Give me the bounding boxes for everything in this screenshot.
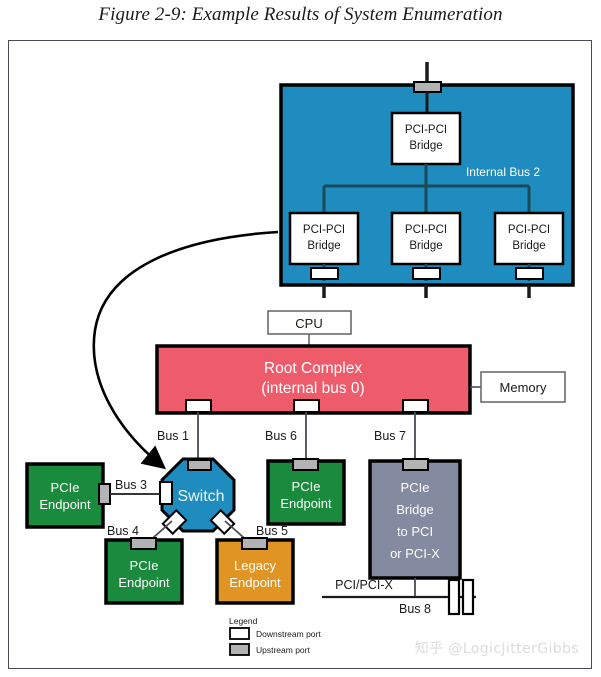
downstream-port-bridge-left	[310, 267, 339, 280]
root-complex-line2: (internal bus 0)	[261, 380, 364, 397]
bus5-label: Bus 5	[256, 524, 288, 538]
pcie-endpoint-bus6-line1: PCIe	[292, 479, 321, 494]
root-complex-line1: Root Complex	[264, 360, 362, 377]
pcie-bridge-line4: or PCI-X	[390, 546, 440, 561]
pci-pci-bridge-left	[288, 211, 360, 266]
memory-label: Memory	[500, 380, 547, 395]
pci-pci-bridge-right-line1: PCI-PCI	[508, 224, 550, 236]
pcie-endpoint-bus4-line1: PCIe	[130, 558, 159, 573]
memory-box	[480, 371, 566, 403]
pci-slot-connector-1	[447, 578, 461, 616]
figure-title: Figure 2-9: Example Results of System En…	[98, 4, 503, 25]
pci-pci-bridge-mid-line2: Bridge	[409, 240, 442, 252]
upstream-port-switch	[187, 459, 212, 471]
pcie-endpoint-bus4-box	[104, 538, 184, 605]
pci-pci-bridge-top-line1: PCI-PCI	[405, 124, 447, 136]
downstream-port-switch-bus4	[161, 508, 188, 536]
upstream-port-legacy-endpoint	[241, 537, 268, 550]
pcie-bridge-line2: Bridge	[396, 502, 434, 517]
internal-bus-2-label: Internal Bus 2	[466, 165, 540, 179]
callout-arrow-switch-to-bridges	[92, 230, 279, 470]
pci-pci-bridge-top-line2: Bridge	[409, 140, 442, 152]
pci-slot-connector-2	[461, 578, 475, 616]
legacy-endpoint-line1: Legacy	[234, 558, 276, 573]
legacy-endpoint-line2: Endpoint	[229, 575, 281, 590]
legend-title: Legend	[229, 616, 258, 626]
upstream-port-endpoint-bus4	[130, 537, 157, 550]
pci-pcix-label: PCI/PCI-X	[335, 578, 393, 592]
switch-label: Switch	[177, 488, 224, 505]
legend-label-downstream-port: Downstream port	[256, 629, 321, 639]
bus8-label: Bus 8	[399, 602, 431, 616]
pcie-endpoint-bus6-line2: Endpoint	[280, 496, 332, 511]
pci-pci-bridge-left-line1: PCI-PCI	[303, 224, 345, 236]
legend-swatch-downstream-port	[229, 627, 250, 640]
pcie-bridge-line1: PCIe	[401, 480, 430, 495]
pcie-endpoint-bus3-box	[25, 462, 105, 529]
pci-pci-bridge-left-line2: Bridge	[307, 240, 340, 252]
downstream-port-switch-bus5	[209, 508, 236, 536]
pcie-bridge-line3: to PCI	[397, 524, 433, 539]
downstream-port-bus7	[402, 399, 429, 413]
downstream-port-bus1	[185, 399, 212, 413]
downstream-port-bus6	[293, 399, 320, 413]
pcie-endpoint-bus3-line1: PCIe	[51, 480, 80, 495]
downstream-port-bridge-mid	[412, 267, 441, 280]
upstream-port-blue-container	[413, 81, 442, 93]
bus4-label: Bus 4	[107, 524, 139, 538]
pcie-endpoint-bus4-line2: Endpoint	[118, 575, 170, 590]
upstream-port-endpoint-bus3	[98, 483, 111, 505]
pci-pci-bridge-right-line2: Bridge	[512, 240, 545, 252]
bus7-label: Bus 7	[374, 429, 406, 443]
bus1-label: Bus 1	[157, 429, 189, 443]
pci-pci-bridge-mid	[390, 211, 462, 266]
bus3-label: Bus 3	[115, 478, 147, 492]
pci-pci-bridge-top	[390, 111, 462, 166]
bus6-label: Bus 6	[265, 429, 297, 443]
upstream-port-pcie-bridge	[402, 458, 429, 471]
legend-swatch-upstream-port	[229, 643, 250, 656]
upstream-port-endpoint-bus6	[292, 458, 319, 471]
cpu-label: CPU	[295, 316, 322, 331]
pci-pci-bridge-mid-line1: PCI-PCI	[405, 224, 447, 236]
legend-label-upstream-port: Upstream port	[256, 645, 310, 655]
downstream-port-switch-bus3	[159, 481, 173, 505]
downstream-port-bridge-right	[515, 267, 544, 280]
pcie-endpoint-bus3-line2: Endpoint	[39, 497, 91, 512]
watermark: 知乎 @LogicJitterGibbs	[414, 641, 579, 657]
pci-pci-bridge-right	[493, 211, 565, 266]
